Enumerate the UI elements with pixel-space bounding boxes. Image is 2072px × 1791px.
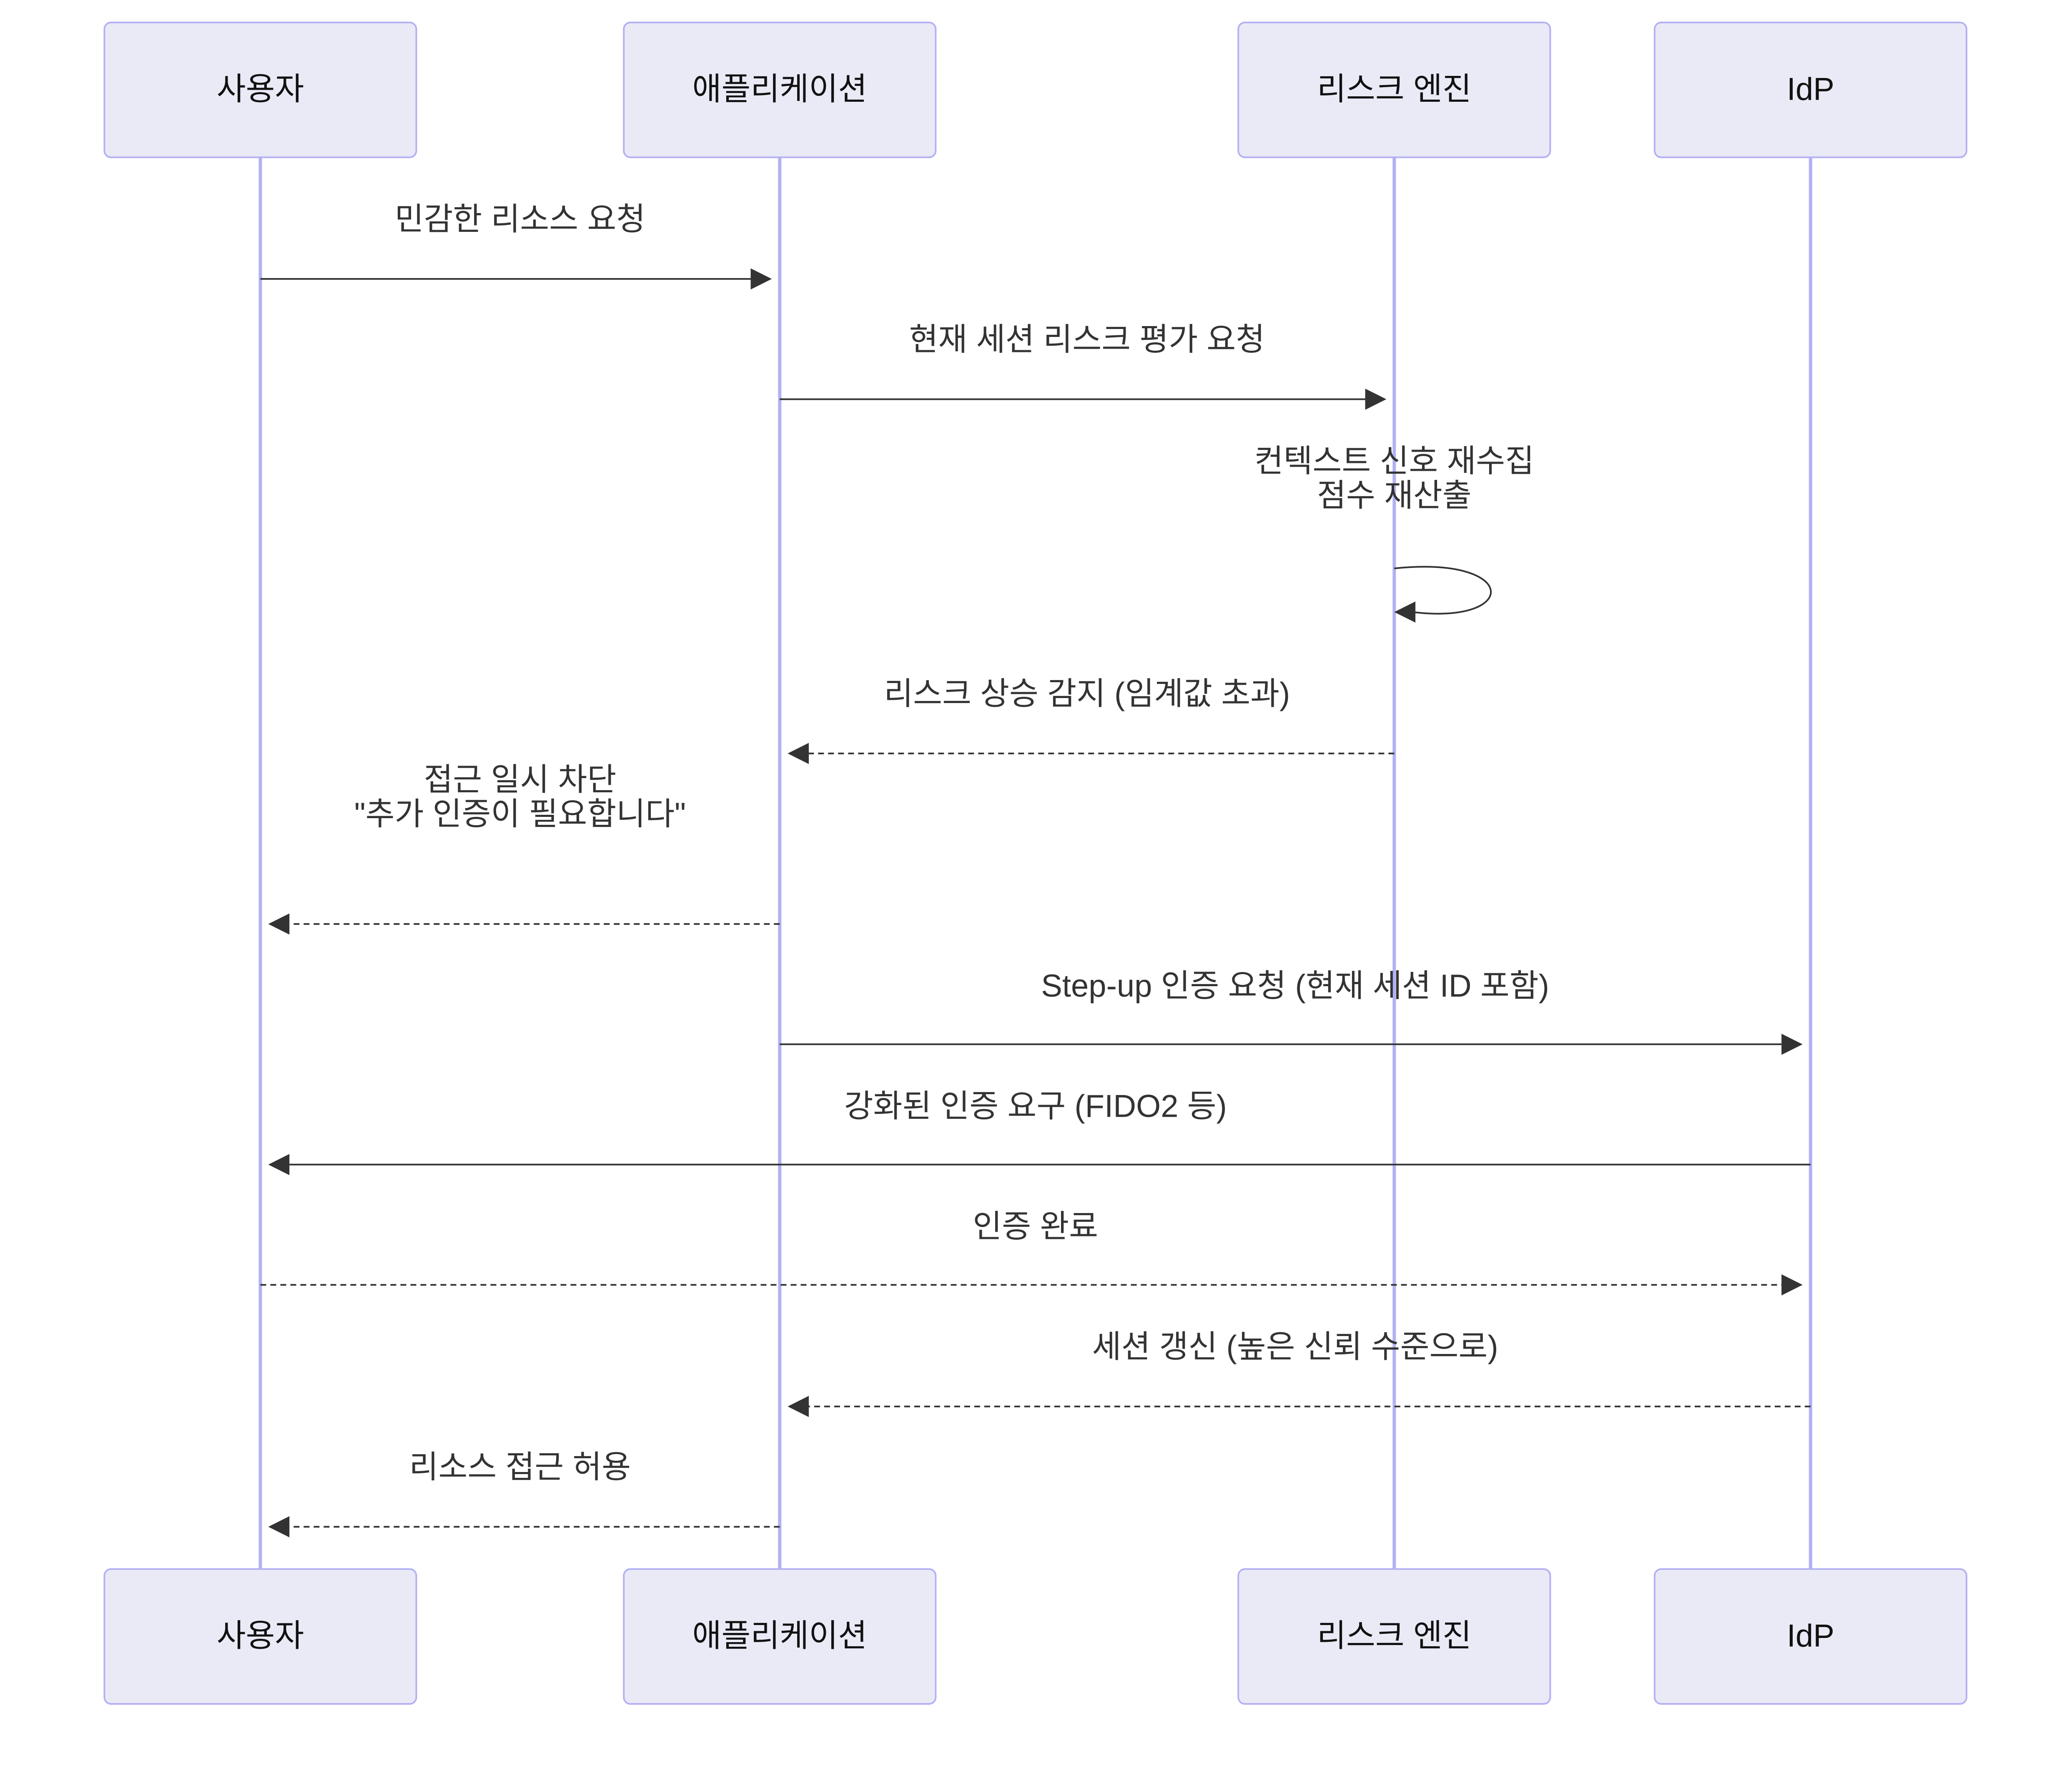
arrowhead: [1365, 388, 1387, 410]
actor-box: [103, 21, 417, 158]
message-5: 접근 일시 차단"추가 인증이 필요합니다": [268, 762, 780, 935]
actor-app-top: 애플리케이션: [623, 21, 937, 158]
actor-label: 애플리케이션: [692, 1618, 868, 1654]
message-label: 강화된 인증 요구 (FIDO2 등): [844, 1089, 1227, 1124]
actor-idp-bottom: IdP: [1653, 1568, 1967, 1705]
message-label: 현재 세션 리스크 평가 요청: [909, 322, 1265, 357]
actor-user-bottom: 사용자: [103, 1568, 417, 1705]
message-7: 강화된 인증 요구 (FIDO2 등): [268, 1089, 1811, 1176]
message-label: 리스크 상승 감지 (임계값 초과): [884, 676, 1290, 712]
actor-box: [1237, 21, 1551, 158]
actor-box: [1653, 21, 1967, 158]
actor-box: [623, 1568, 937, 1705]
message-9: 세션 갱신 (높은 신뢰 수준으로): [788, 1329, 1811, 1417]
message-label: Step-up 인증 요청 (현재 세션 ID 포함): [1041, 968, 1549, 1004]
actor-user-top: 사용자: [103, 21, 417, 158]
actor-box: [1653, 1568, 1967, 1705]
actor-risk-bottom: 리스크 엔진: [1237, 1568, 1551, 1705]
message-label: 접근 일시 차단: [424, 762, 617, 798]
actor-label: 사용자: [217, 1618, 304, 1654]
message-4: 리스크 상승 감지 (임계값 초과): [788, 676, 1395, 764]
message-label: 세션 갱신 (높은 신뢰 수준으로): [1092, 1329, 1498, 1365]
message-8: 인증 완료: [260, 1209, 1803, 1296]
arrowhead: [1781, 1033, 1803, 1055]
message-label: 인증 완료: [973, 1209, 1098, 1244]
arrowhead: [268, 1516, 290, 1537]
message-label: 민감한 리소스 요청: [395, 202, 646, 237]
message-10: 리소스 접근 허용: [268, 1449, 780, 1537]
message-line: [1394, 566, 1492, 615]
actor-label: 리스크 엔진: [1317, 72, 1472, 107]
arrowhead: [268, 913, 290, 935]
arrowhead: [788, 743, 809, 764]
message-2: 현재 세션 리스크 평가 요청: [780, 322, 1387, 410]
actor-app-bottom: 애플리케이션: [623, 1568, 937, 1705]
arrowhead: [268, 1154, 290, 1176]
actor-label: 사용자: [217, 72, 304, 107]
message-6: Step-up 인증 요청 (현재 세션 ID 포함): [780, 968, 1803, 1055]
arrowhead: [788, 1396, 809, 1417]
actor-box: [103, 1568, 417, 1705]
actor-label: IdP: [1787, 1618, 1834, 1654]
actor-box: [1237, 1568, 1551, 1705]
arrowhead: [750, 268, 772, 290]
message-label: 점수 재산출: [1317, 478, 1472, 513]
actor-risk-top: 리스크 엔진: [1237, 21, 1551, 158]
message-1: 민감한 리소스 요청: [260, 202, 772, 290]
actor-idp-top: IdP: [1653, 21, 1967, 158]
message-label: 컨텍스트 신호 재수집: [1254, 444, 1535, 479]
message-label: "추가 인증이 필요합니다": [354, 796, 686, 832]
message-label: 리소스 접근 허용: [409, 1449, 631, 1485]
actor-label: 애플리케이션: [692, 72, 868, 107]
actor-label: IdP: [1787, 72, 1834, 107]
arrowhead: [1394, 601, 1416, 623]
actor-box: [623, 21, 937, 158]
arrowhead: [1781, 1274, 1803, 1296]
actor-label: 리스크 엔진: [1317, 1618, 1472, 1654]
